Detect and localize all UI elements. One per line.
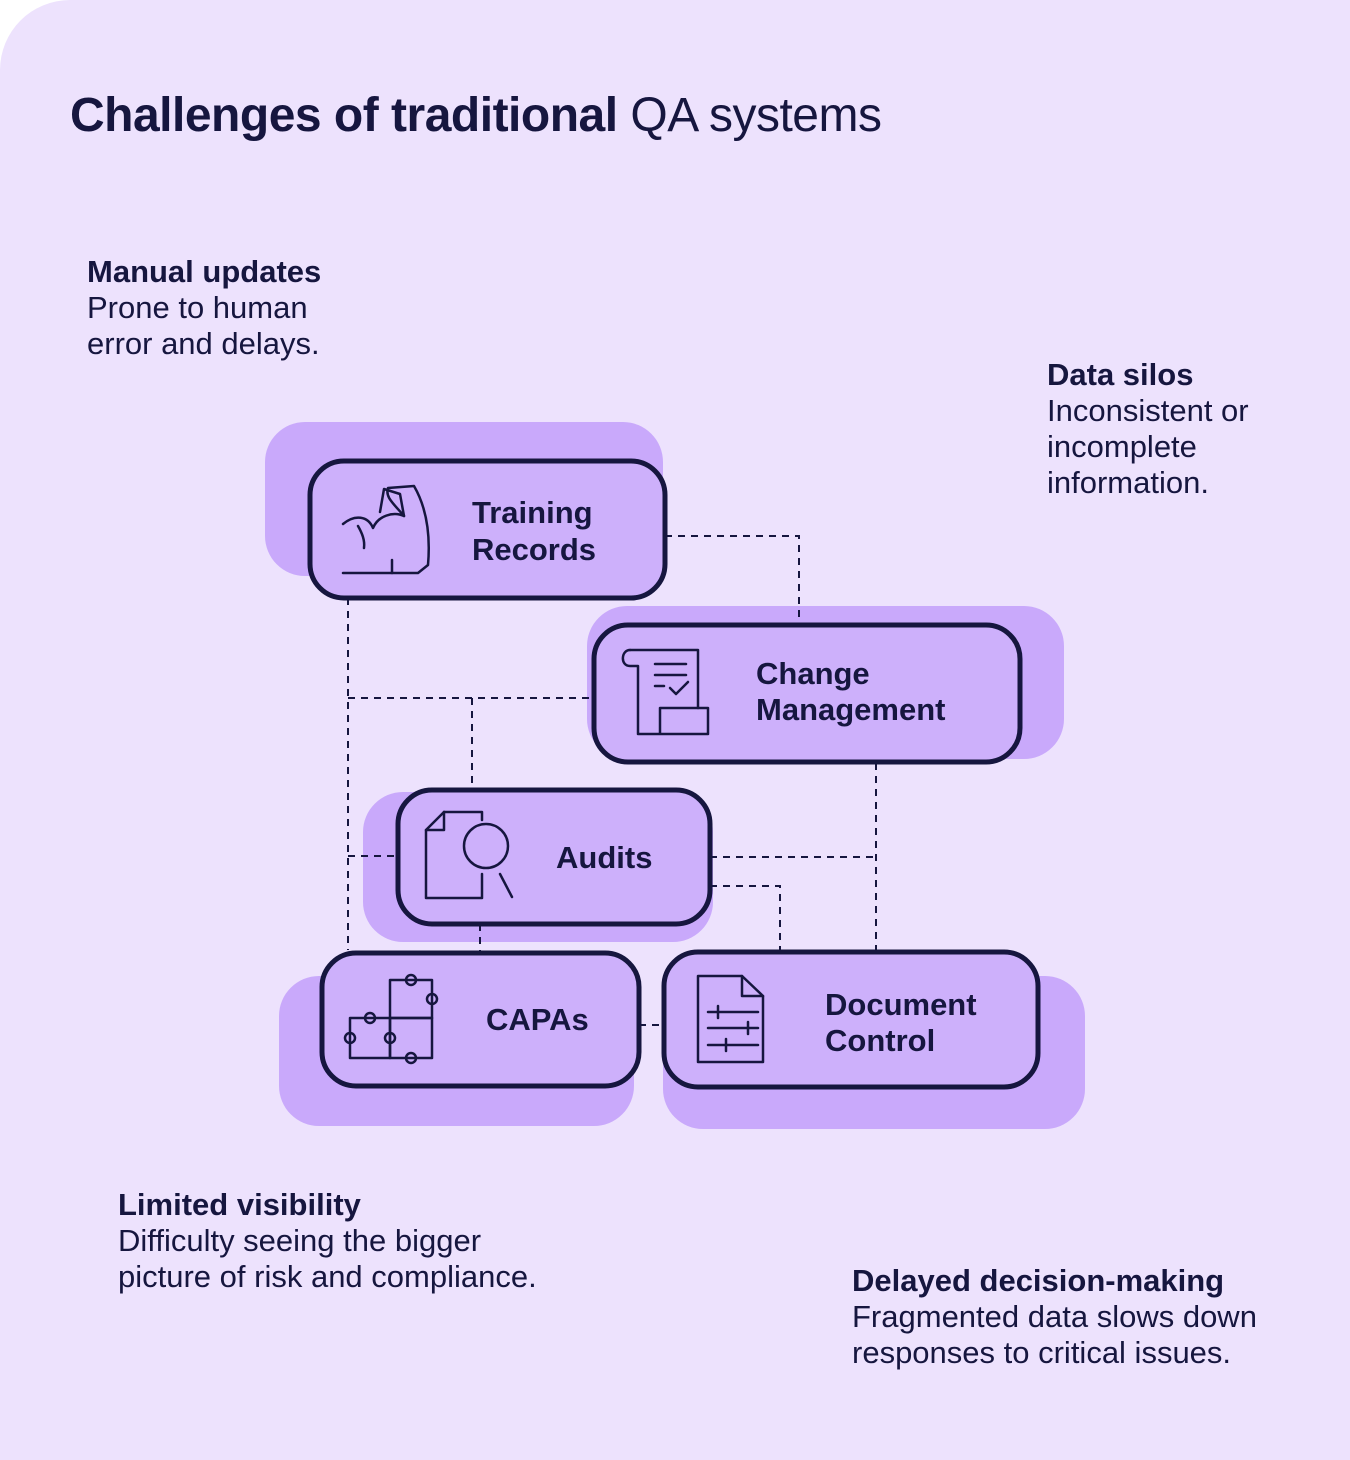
document-sliders-icon [696,974,765,1064]
box-label-line1: Document [825,987,977,1022]
box-label: Audits [556,840,652,875]
note-description: Difficulty seeing the bigger picture of … [118,1223,537,1294]
flexed-arm-icon [341,484,431,575]
note-description: Inconsistent or incomplete information. [1047,393,1249,500]
note-heading: Limited visibility [118,1187,361,1222]
box-frame [395,787,713,927]
box-label-line2: Control [825,1023,935,1058]
box-document-control: Document Control [661,949,1041,1090]
box-change-management: Change Management [591,622,1023,765]
box-capas: CAPAs [319,950,642,1089]
box-label-line2: Records [472,532,596,567]
box-frame [307,458,668,601]
note-delayed-decisions: Delayed decision-making Fragmented data … [852,1263,1292,1371]
box-label: CAPAs [486,1002,589,1037]
checklist-scroll-icon [621,648,710,736]
note-limited-visibility: Limited visibility Difficulty seeing the… [118,1187,538,1295]
title-light: QA systems [630,89,882,142]
box-training-records: Training Records [307,458,668,601]
box-frame [661,949,1041,1090]
document-magnifier-icon [424,810,514,900]
note-data-silos: Data silos Inconsistent or incomplete in… [1047,357,1267,501]
page-title: Challenges of traditional QA systems [70,88,882,143]
note-heading: Data silos [1047,357,1194,392]
note-heading: Delayed decision-making [852,1263,1225,1298]
box-label-line1: Training [472,495,593,530]
puzzle-pieces-icon [343,973,439,1065]
note-manual-updates: Manual updates Prone to human error and … [87,254,347,362]
connector-training-change [665,535,800,624]
box-audits: Audits [395,787,713,927]
note-heading: Manual updates [87,254,322,289]
box-label-line1: Change [756,656,870,691]
note-description: Fragmented data slows down responses to … [852,1299,1257,1370]
title-bold: Challenges of traditional [70,89,618,142]
box-frame [591,622,1023,765]
note-description: Prone to human error and delays. [87,290,320,361]
box-label-line2: Management [756,692,945,727]
connector-lines [347,535,877,1026]
connector-audits-document [710,885,781,950]
box-frame [319,950,642,1089]
